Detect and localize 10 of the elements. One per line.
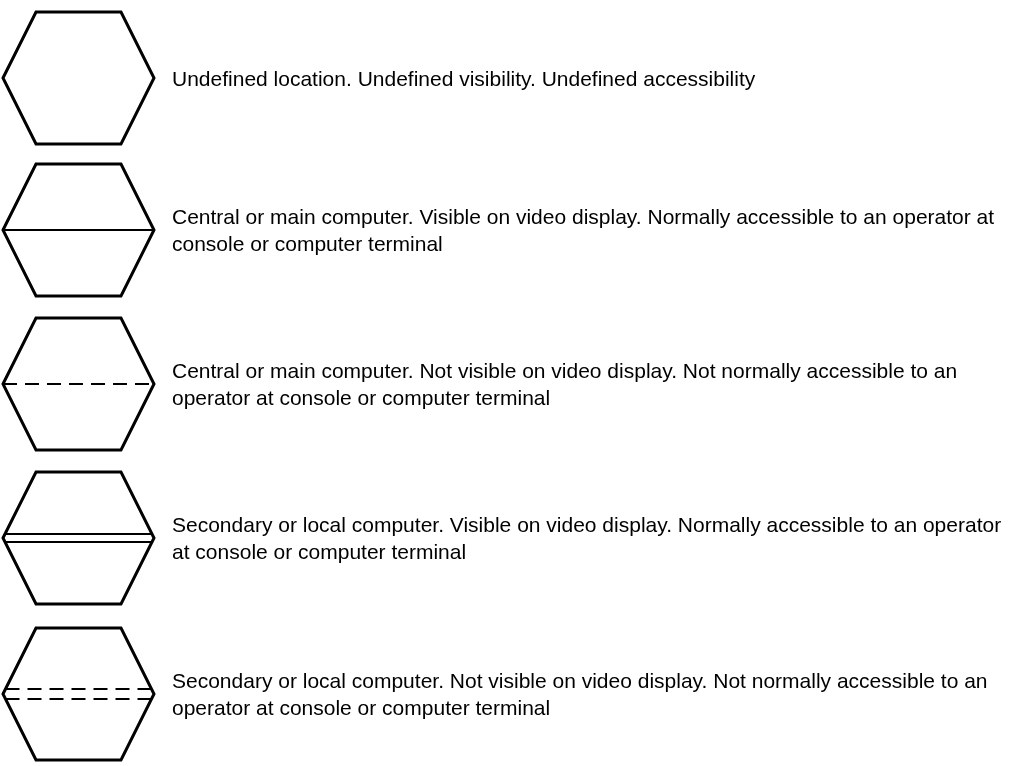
- description-text: Central or main computer. Not visible on video display. Not normally accessible to an operator at console or computer terminal: [172, 358, 959, 411]
- hexagon-symbol: [1, 626, 156, 762]
- hexagon-symbol: [1, 316, 156, 452]
- hexagon-symbol: [1, 162, 156, 298]
- description-text: Secondary or local computer. Visible on video display. Normally accessible to an operator at console or computer terminal: [172, 512, 1003, 565]
- description-text: Secondary or local computer. Not visible on video display. Not normally accessible to an operator at console or computer terminal: [172, 668, 989, 721]
- hexagon-symbol: [1, 470, 156, 606]
- description-text: Undefined location. Undefined visibility. Undefined accessibility: [172, 66, 757, 92]
- description-text: Central or main computer. Visible on video display. Normally accessible to an operator at console or computer terminal: [172, 204, 996, 257]
- hexagon-symbol: [1, 10, 156, 146]
